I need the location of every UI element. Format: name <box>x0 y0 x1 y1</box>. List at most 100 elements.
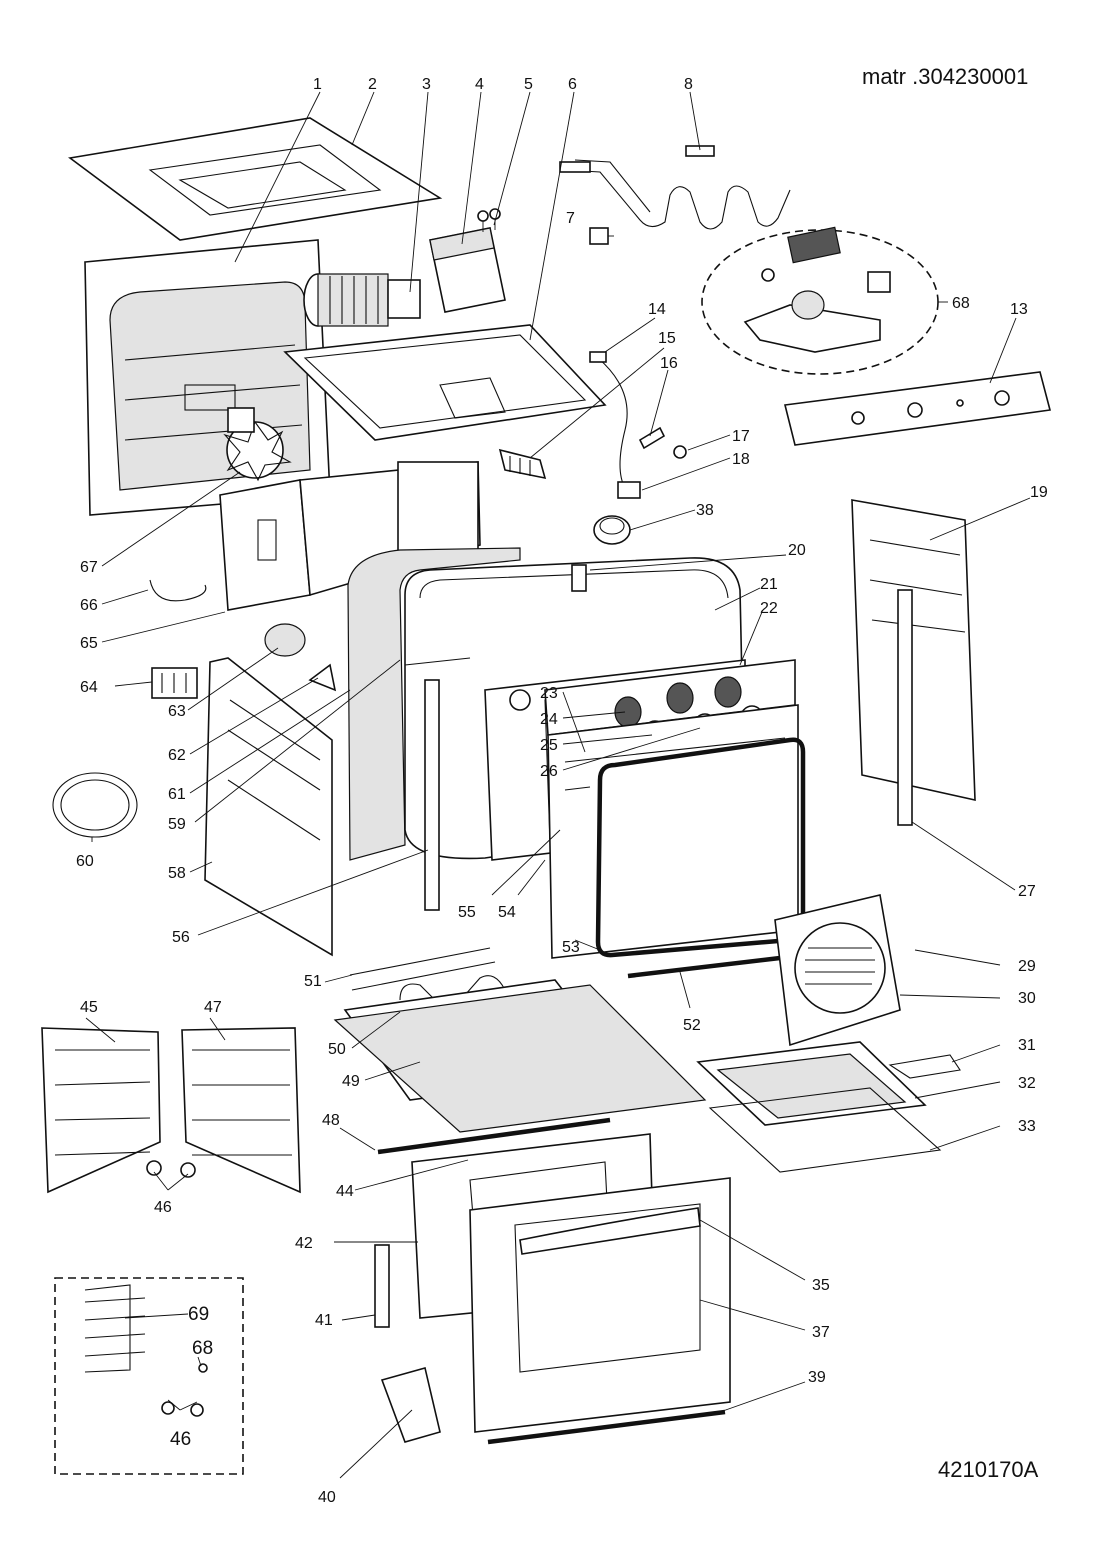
callout-2: 2 <box>368 76 377 93</box>
callout-53: 53 <box>562 939 580 956</box>
part-control-rail <box>784 371 1052 446</box>
part-bar-52 <box>627 955 781 979</box>
callout-4: 4 <box>475 76 484 93</box>
callout-3: 3 <box>422 76 431 93</box>
callout-17: 17 <box>732 428 750 445</box>
part-terminal-block-64 <box>151 667 198 699</box>
callout-20: 20 <box>788 542 806 559</box>
part-knob-38 <box>593 515 631 545</box>
part-rear-panel <box>84 239 331 516</box>
callout-51: 51 <box>304 973 322 990</box>
callout-61: 61 <box>168 786 186 803</box>
part-fan-motor-67 <box>223 407 292 482</box>
callout-33: 33 <box>1018 1118 1036 1135</box>
callout-21: 21 <box>760 576 778 593</box>
part-side-rack-45 <box>41 1027 161 1194</box>
callout-45: 45 <box>80 999 98 1016</box>
callout-40: 40 <box>318 1489 336 1506</box>
callout-46b: 46 <box>170 1429 191 1450</box>
callout-47: 47 <box>204 999 222 1016</box>
callout-64: 64 <box>80 679 98 696</box>
callout-65: 65 <box>80 635 98 652</box>
callout-5: 5 <box>524 76 533 93</box>
callout-54: 54 <box>498 904 516 921</box>
part-side-slide-27 <box>897 589 913 826</box>
callout-16: 16 <box>660 355 678 372</box>
part-lamp-wiring <box>589 351 641 499</box>
part-left-side-panel <box>204 657 333 957</box>
callout-31: 31 <box>1018 1037 1036 1054</box>
callout-32: 32 <box>1018 1075 1036 1092</box>
part-screws-5 <box>477 208 501 232</box>
callout-60: 60 <box>76 853 94 870</box>
part-side-rack-47 <box>181 1027 301 1194</box>
part-bottom-plate-49 <box>333 984 707 1133</box>
callout-58: 58 <box>168 865 186 882</box>
callout-62: 62 <box>168 747 186 764</box>
callout-66: 66 <box>80 597 98 614</box>
callout-labels: 1 2 3 4 5 6 7 8 13 14 15 16 17 18 19 20 … <box>76 76 1048 1506</box>
drawing-code: 4210170A <box>938 1457 1039 1482</box>
part-clips-46 <box>146 1160 196 1178</box>
part-tangential-fan <box>303 273 421 327</box>
part-terminal-block-15 <box>498 448 547 480</box>
callout-14: 14 <box>648 301 666 318</box>
callout-15: 15 <box>658 330 676 347</box>
callout-41: 41 <box>315 1312 333 1329</box>
part-lamp-63 <box>308 663 337 692</box>
callout-18: 18 <box>732 451 750 468</box>
callout-8: 8 <box>684 76 693 93</box>
part-top-tray <box>283 324 607 441</box>
callout-42: 42 <box>295 1235 313 1252</box>
callout-68a: 68 <box>952 295 970 312</box>
callout-26: 26 <box>540 763 558 780</box>
part-right-side-panel <box>851 499 976 802</box>
part-fan-motor-group <box>701 226 939 375</box>
callout-52: 52 <box>683 1017 701 1034</box>
part-left-slide-56 <box>404 657 471 911</box>
inset-rack-kit <box>54 1277 244 1475</box>
callout-29: 29 <box>1018 958 1036 975</box>
callout-48: 48 <box>322 1112 340 1129</box>
callout-67: 67 <box>80 559 98 576</box>
part-hinge-31 <box>888 1054 961 1079</box>
part-door-frame-53 <box>547 704 806 959</box>
part-side-bracket-65 <box>219 461 481 611</box>
callout-39: 39 <box>808 1369 826 1386</box>
part-lamp-16 <box>638 426 666 450</box>
callout-56: 56 <box>172 929 190 946</box>
part-lamp-62 <box>264 623 306 657</box>
callout-37: 37 <box>812 1324 830 1341</box>
part-top-heating-element <box>559 145 791 230</box>
part-top-cover <box>68 117 443 241</box>
part-timer-box <box>429 227 506 313</box>
part-wire-66 <box>149 579 207 602</box>
material-code: matr .304230001 <box>862 64 1028 89</box>
callout-68b: 68 <box>192 1338 213 1359</box>
callout-46a: 46 <box>154 1199 172 1216</box>
part-thermostat-7 <box>589 227 614 245</box>
callout-63: 63 <box>168 703 186 720</box>
part-lamp-cover-17 <box>673 445 687 459</box>
callout-25: 25 <box>540 737 558 754</box>
part-door-hinge-41 <box>374 1244 390 1328</box>
callout-1: 1 <box>313 76 322 93</box>
callout-59: 59 <box>168 816 186 833</box>
callout-30: 30 <box>1018 990 1036 1007</box>
callout-27: 27 <box>1018 883 1036 900</box>
callout-49: 49 <box>342 1073 360 1090</box>
callout-19: 19 <box>1030 484 1048 501</box>
part-fan-cover-30 <box>774 894 901 1047</box>
part-baking-tray-32 <box>696 1041 927 1126</box>
part-ring-element-60 <box>52 772 138 838</box>
callout-13: 13 <box>1010 301 1028 318</box>
part-seal-39 <box>487 1409 726 1445</box>
part-seal-48 <box>377 1117 611 1155</box>
callout-69: 69 <box>188 1304 209 1325</box>
part-door-hinge-40 <box>380 1367 441 1443</box>
callout-6: 6 <box>568 76 577 93</box>
callout-35: 35 <box>812 1277 830 1294</box>
callout-55: 55 <box>458 904 476 921</box>
part-wire-rack-33 <box>708 1087 942 1173</box>
